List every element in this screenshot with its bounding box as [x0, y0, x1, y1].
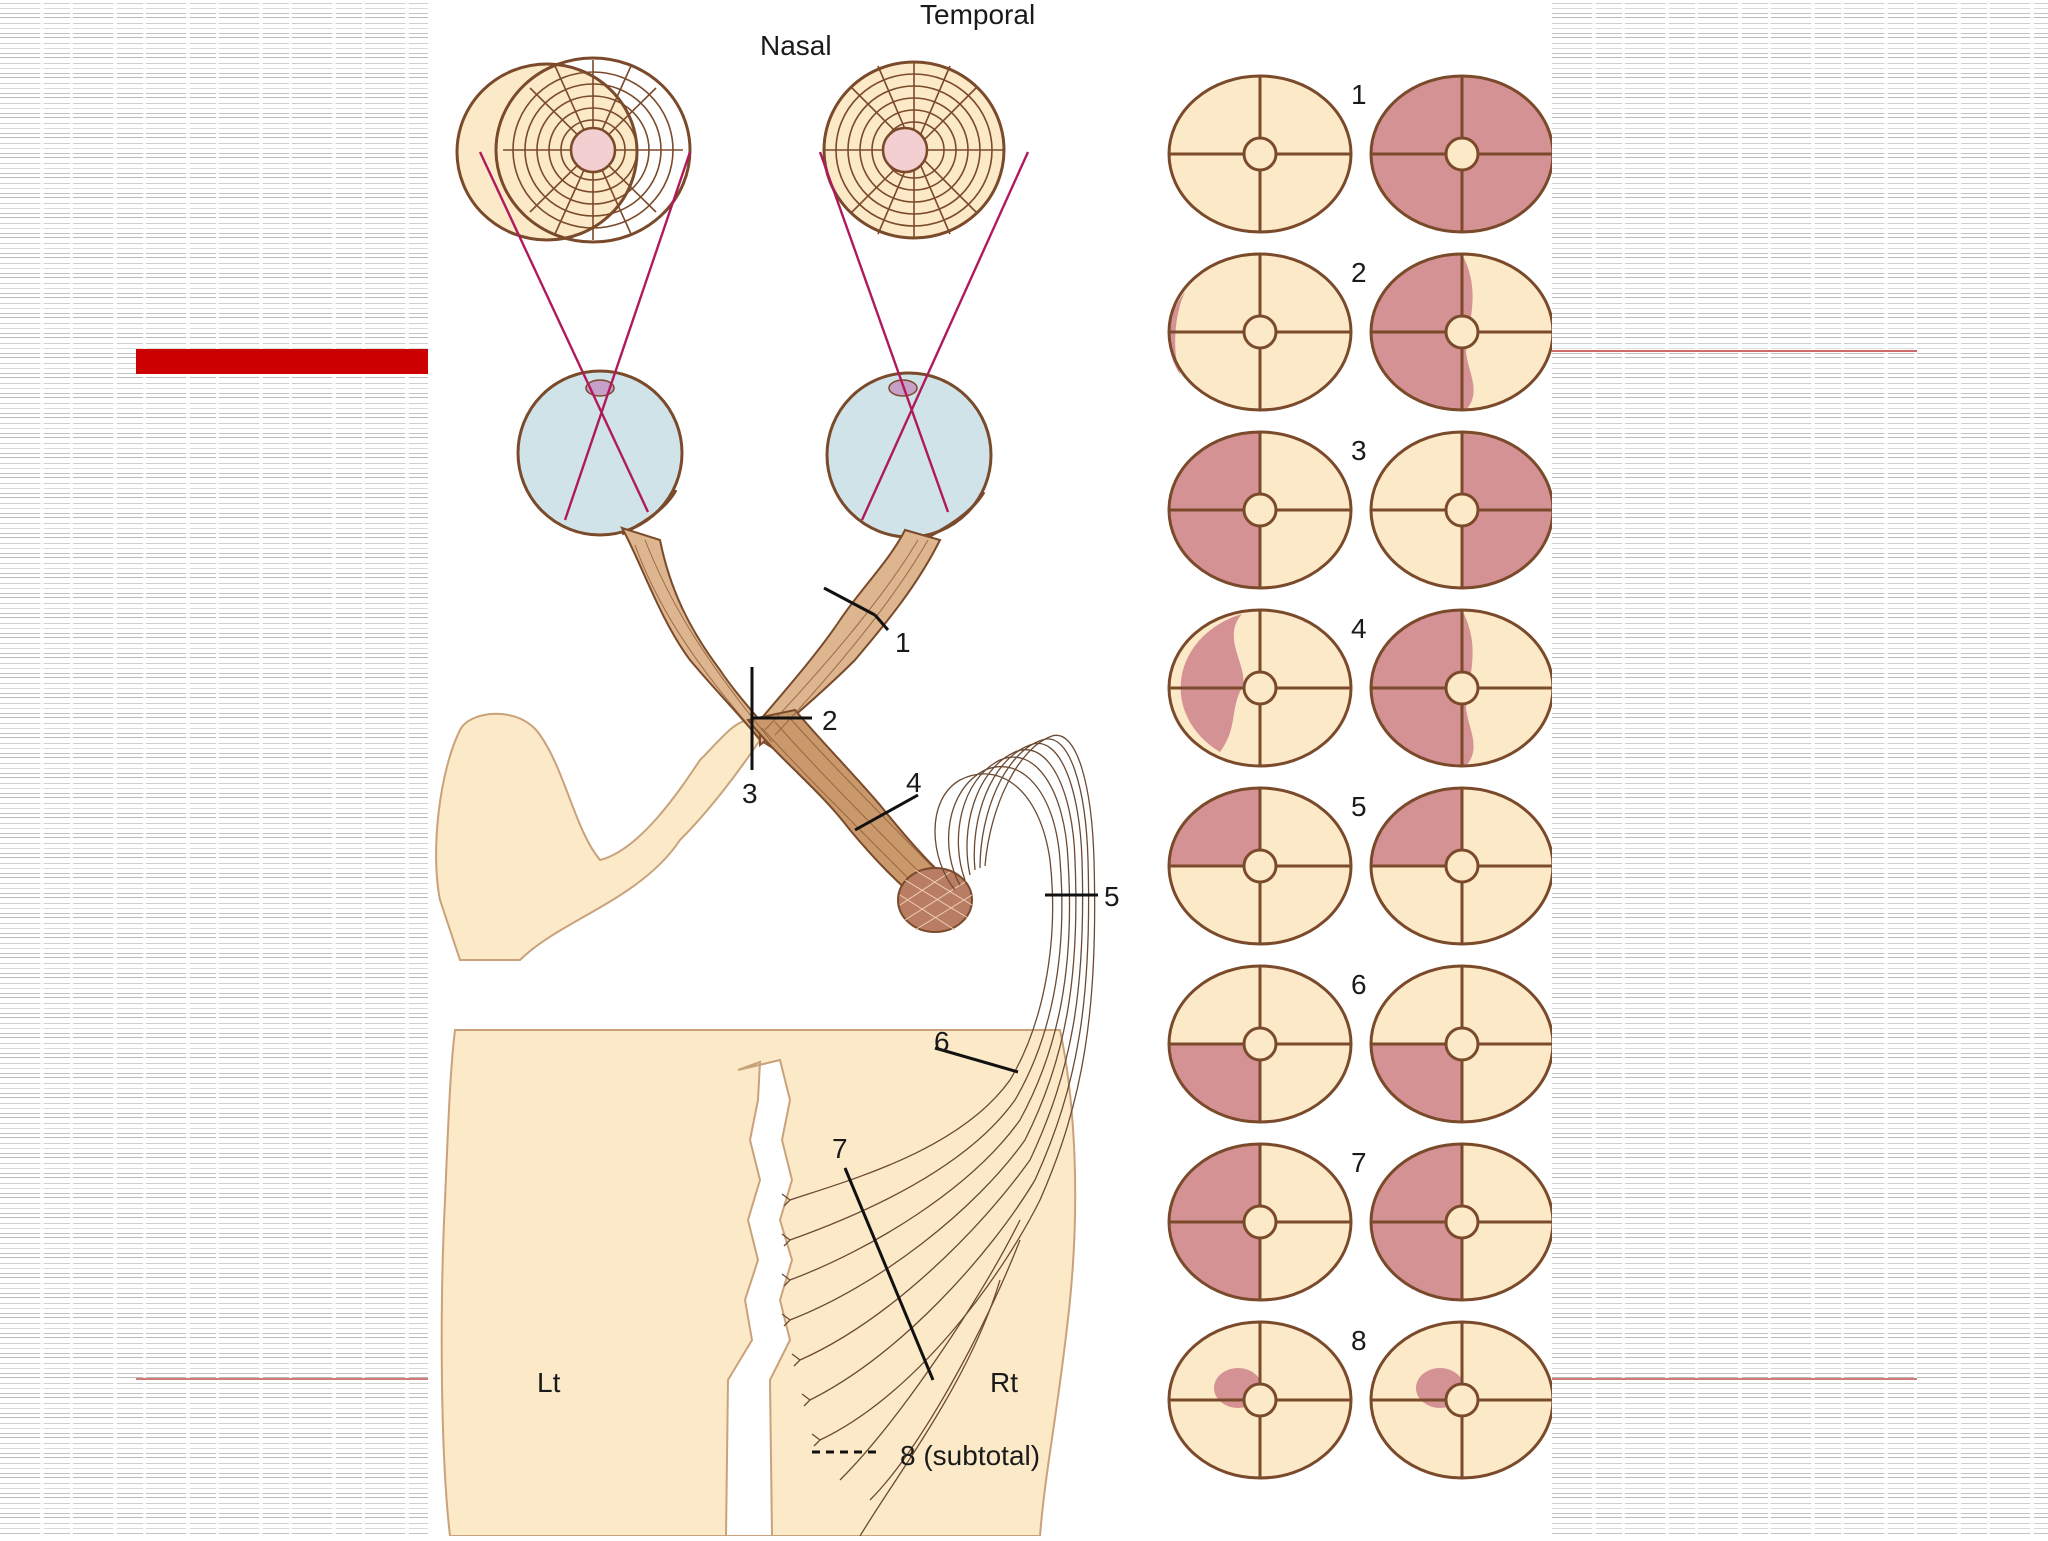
visual-field-row1-left — [1167, 74, 1353, 234]
fixation-circle — [1242, 314, 1278, 350]
field-outline — [1167, 1142, 1353, 1302]
field-outline — [1167, 786, 1353, 946]
label-temporal: Temporal — [920, 0, 1035, 30]
visual-field-row3-right — [1369, 430, 1555, 590]
lesion-label-5: 5 — [1104, 881, 1120, 912]
ruled-lines-pattern — [1552, 0, 2048, 1536]
lesion-label-7: 7 — [832, 1133, 848, 1164]
faint-red-line — [1552, 350, 1917, 352]
visual-field-grid: 1 2 3 4 5 6 7 8 — [1167, 74, 1555, 1480]
left-lined-margin — [0, 0, 428, 1536]
visual-field-row8-right — [1369, 1320, 1555, 1480]
field-row-label-1: 1 — [1351, 79, 1367, 110]
visual-field-row3-left — [1167, 430, 1353, 590]
field-defect — [1180, 614, 1244, 752]
right-lined-margin — [1552, 0, 2048, 1536]
left-eyeball — [516, 369, 684, 537]
faint-red-line — [1552, 1378, 1917, 1380]
fiber-striations — [634, 539, 946, 896]
field-outline — [1167, 608, 1353, 768]
visual-field-row5-left — [1167, 786, 1353, 946]
fixation-circle — [1444, 136, 1480, 172]
field-defect — [1371, 1044, 1462, 1122]
visual-field-row6-left — [1167, 964, 1353, 1124]
field-row-label-3: 3 — [1351, 435, 1367, 466]
right-eye-field-projection — [822, 60, 1006, 240]
field-row-label-6: 6 — [1351, 969, 1367, 1000]
field-row-label-4: 4 — [1351, 613, 1367, 644]
visual-field-row2-right — [1369, 252, 1555, 412]
lgb-mesh — [899, 869, 973, 931]
field-outline — [1167, 964, 1353, 1124]
left-brain-hemisphere — [435, 712, 762, 961]
fixation-circle — [1242, 136, 1278, 172]
visual-field-row5-right — [1369, 786, 1555, 946]
fixation-circle — [1444, 492, 1480, 528]
faint-red-line — [136, 1378, 428, 1380]
lateral-geniculate-body — [897, 867, 973, 933]
visual-field-row7-left — [1167, 1142, 1353, 1302]
fixation-circle — [1242, 848, 1278, 884]
visual-pathway-figure: Nasal Temporal 1 2 3 4 5 6 7 8 (subtotal… — [428, 0, 1555, 1537]
right-eyeball — [825, 371, 993, 539]
lesion-label-6: 6 — [934, 1026, 950, 1057]
fixation-circle — [1444, 1026, 1480, 1062]
fixation-circle — [1444, 848, 1480, 884]
field-row-label-7: 7 — [1351, 1147, 1367, 1178]
fixation-circle — [1242, 670, 1278, 706]
visual-field-row4-left — [1167, 608, 1353, 768]
fixation-circle — [1242, 1026, 1278, 1062]
visual-field-row4-right — [1369, 608, 1555, 768]
hemisphere-label-left: Lt — [537, 1367, 561, 1398]
visual-field-row2-left — [1167, 252, 1353, 412]
visual-field-row7-right — [1369, 1142, 1555, 1302]
field-row-label-2: 2 — [1351, 257, 1367, 288]
visual-pathway-diagram: Nasal Temporal 1 2 3 4 5 6 7 8 (subtotal… — [435, 0, 1555, 1537]
fixation-circle — [1444, 314, 1480, 350]
lesion-markers — [750, 586, 1098, 1454]
visual-field-row8-left — [1167, 1320, 1353, 1480]
visual-field-row1-right — [1369, 74, 1555, 234]
field-row-label-8: 8 — [1351, 1325, 1367, 1356]
field-defect — [1371, 788, 1462, 866]
right-optic-nerve — [759, 528, 942, 748]
fixation-circle — [1444, 1204, 1480, 1240]
field-outline — [1167, 1320, 1353, 1480]
field-outline — [1167, 430, 1353, 590]
label-nasal: Nasal — [760, 30, 832, 61]
field-row-label-5: 5 — [1351, 791, 1367, 822]
radiation-terminals — [781, 1193, 821, 1447]
visual-field-row6-right — [1369, 964, 1555, 1124]
optic-radiations — [789, 734, 1096, 1537]
fixation-circle — [1444, 1382, 1480, 1418]
field-outline — [1167, 252, 1353, 412]
red-highlight-bar — [136, 349, 428, 374]
field-defect — [1169, 788, 1260, 866]
fixation-circle — [1444, 670, 1480, 706]
lesion-label-8: 8 (subtotal) — [900, 1440, 1040, 1471]
left-eye-field-projection — [455, 56, 692, 244]
fixation-circle — [1242, 1382, 1278, 1418]
projection-lines — [478, 151, 1030, 521]
lesion-label-2: 2 — [822, 705, 838, 736]
fixation-circle — [1242, 492, 1278, 528]
ruled-lines-pattern — [0, 0, 428, 1536]
lesion-label-3: 3 — [742, 778, 758, 809]
lesion-label-4: 4 — [906, 767, 922, 798]
field-outline — [1167, 74, 1353, 234]
hemisphere-label-right: Rt — [990, 1367, 1018, 1398]
lesion-label-1: 1 — [895, 627, 911, 658]
fixation-circle — [1242, 1204, 1278, 1240]
field-defect — [1169, 1044, 1260, 1122]
